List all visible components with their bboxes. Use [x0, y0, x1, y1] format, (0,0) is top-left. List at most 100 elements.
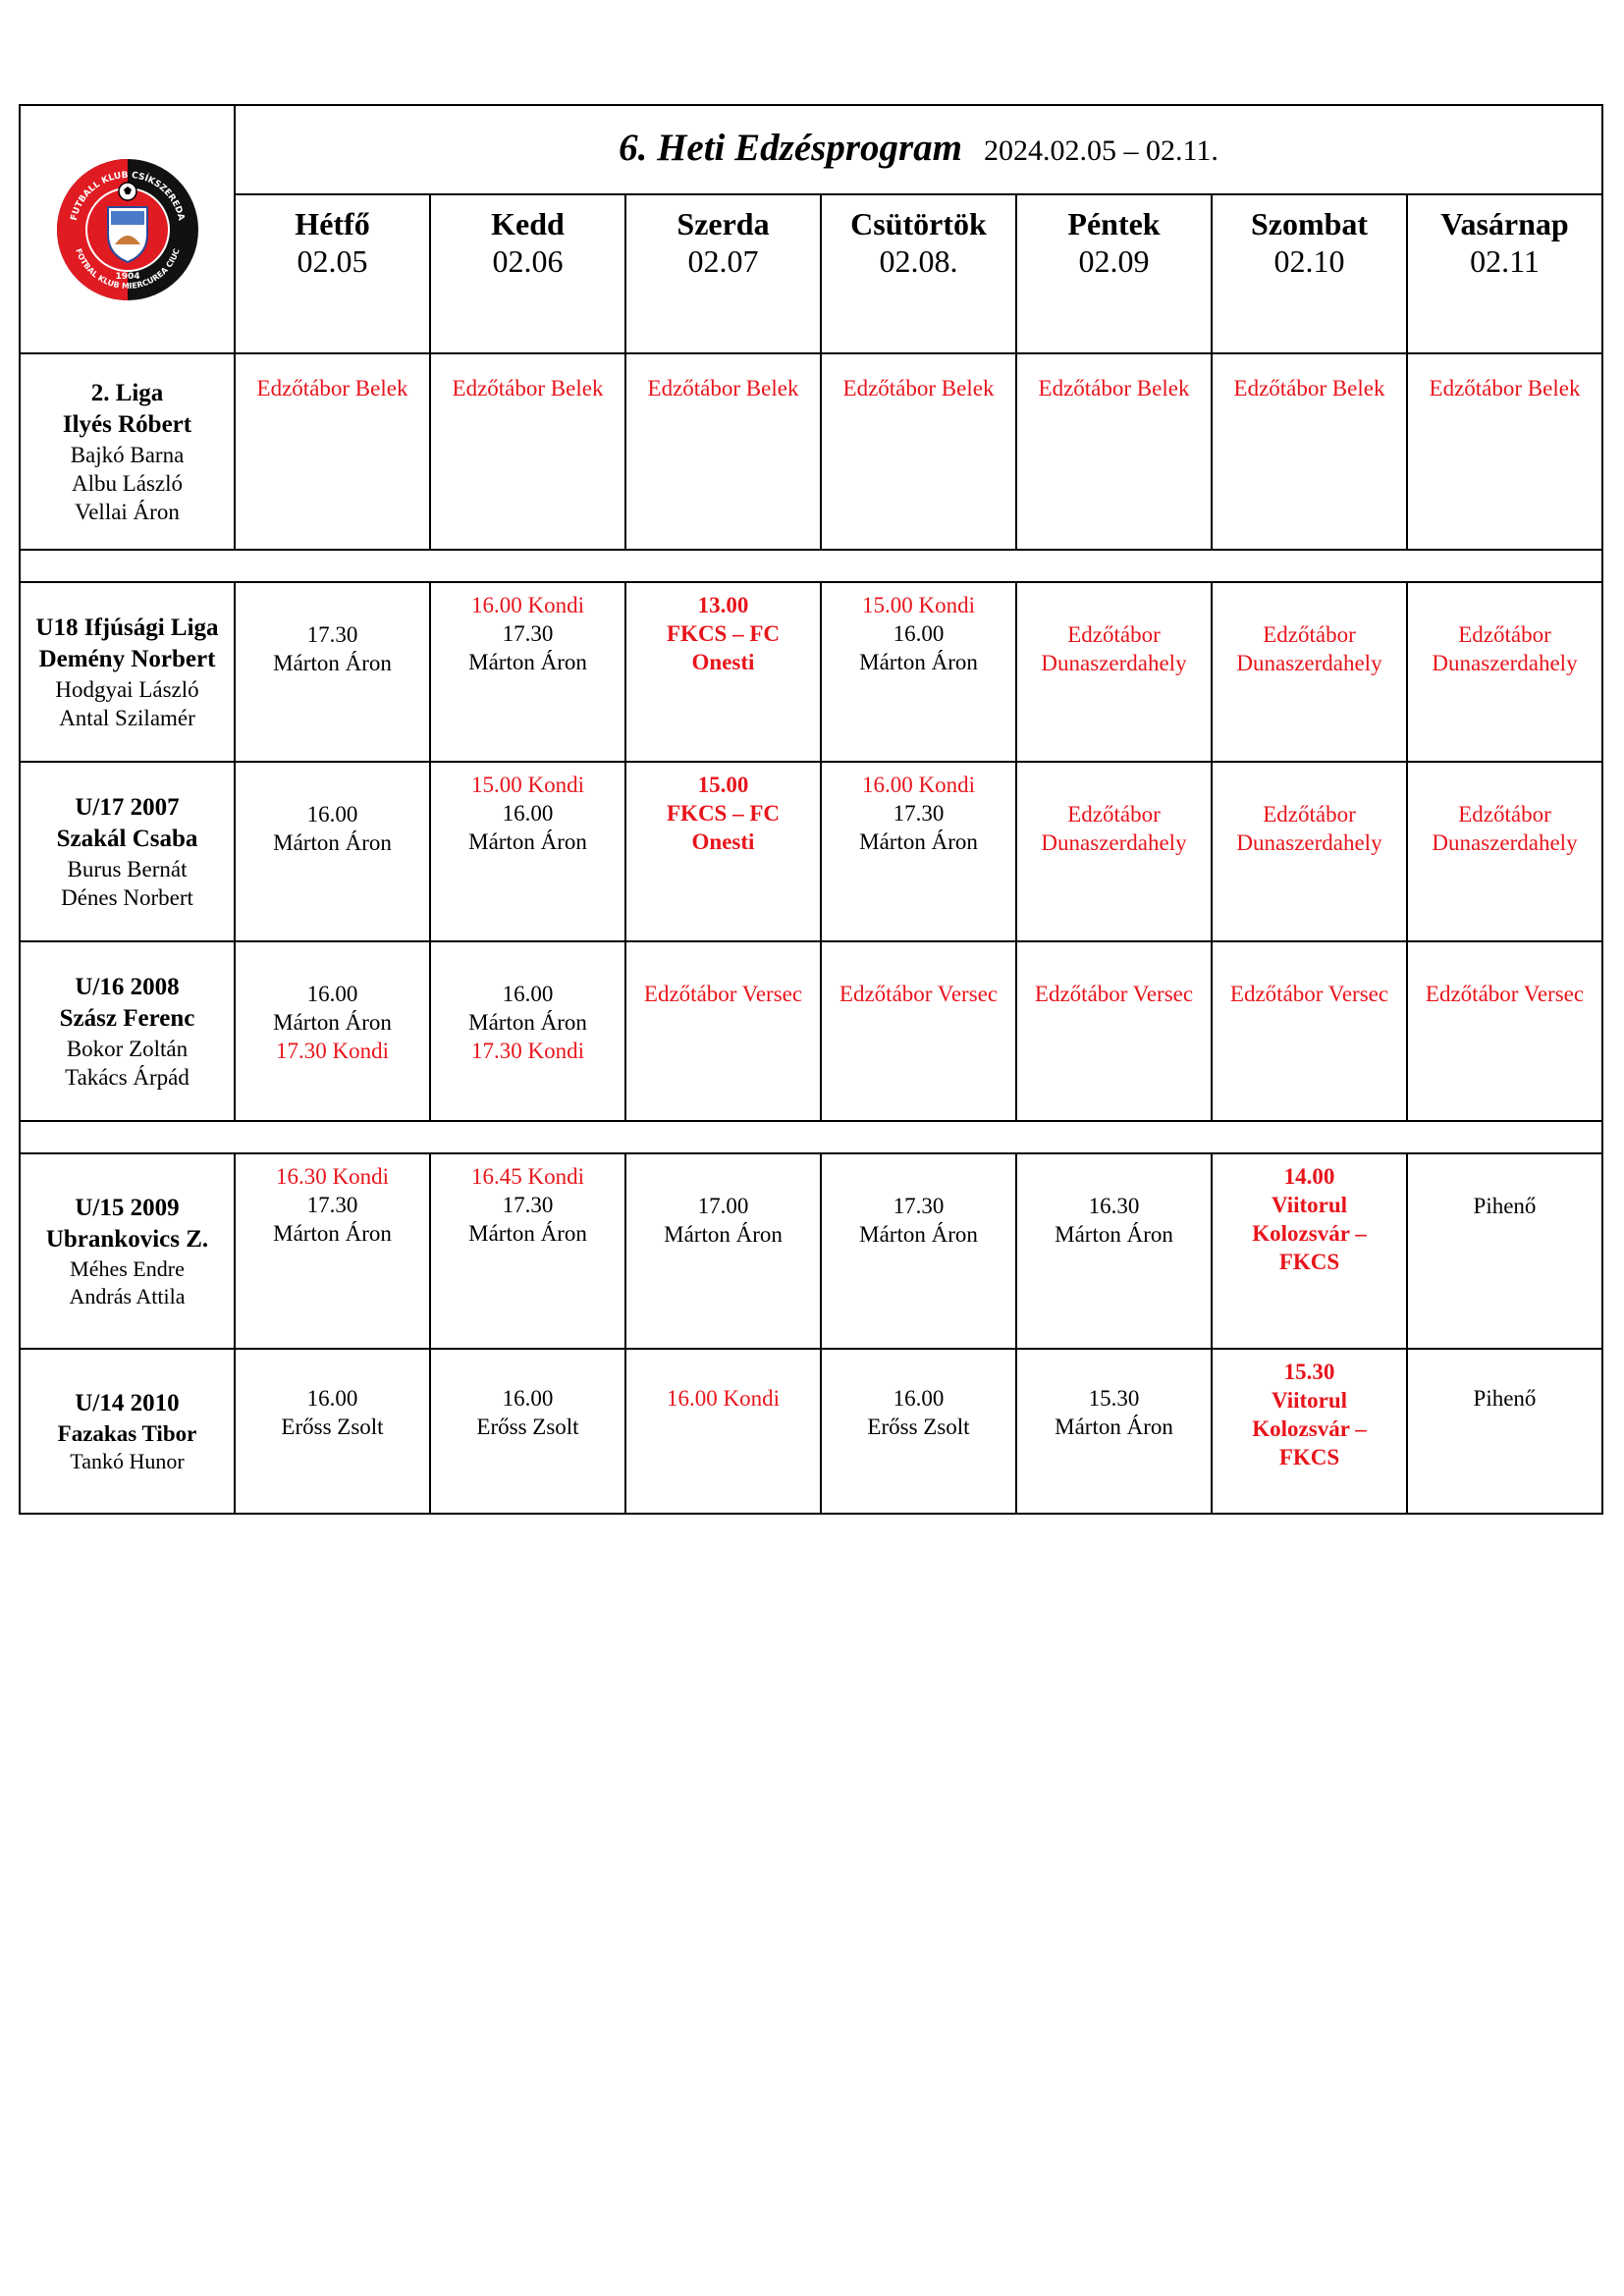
schedule-entry: FKCS [1278, 1250, 1340, 1274]
team-info-line: Albu László [71, 470, 184, 496]
schedule-cell: Edzőtábor Belek [624, 352, 822, 551]
schedule-cell: Edzőtábor Belek [1211, 352, 1408, 551]
schedule-entry: Edzőtábor Versec [1425, 982, 1585, 1006]
schedule-entry: Edzőtábor Versec [643, 982, 803, 1006]
separator-cell [19, 1120, 1603, 1154]
schedule-entry: Márton Áron [273, 651, 392, 675]
schedule-entry: Onesti [691, 829, 755, 854]
schedule-entry: Márton Áron [273, 1010, 392, 1035]
team-info-line: Ilyés Róbert [62, 410, 192, 438]
schedule-entry: Erőss Zsolt [476, 1415, 579, 1439]
schedule-entry: 16.00 [502, 982, 554, 1006]
schedule-entry: FKCS – FC [667, 621, 780, 646]
day-date: 02.11 [1470, 243, 1540, 279]
schedule-entry: 15.00 [697, 773, 749, 797]
schedule-entry: Edzőtábor [1263, 802, 1356, 827]
day-date: 02.05 [297, 243, 368, 279]
page-title: 6. Heti Edzésprogram [619, 126, 963, 169]
day-name: Csütörtök [850, 206, 987, 241]
schedule-cell: Edzőtábor Belek [1015, 352, 1213, 551]
day-date: 02.06 [492, 243, 564, 279]
svg-text:1904: 1904 [115, 272, 139, 282]
club-logo-icon: FUTBALL KLUB CSÍKSZEREDA FOTBAL KLUB MIE… [56, 158, 198, 300]
schedule-entry: 17.00 [697, 1194, 749, 1218]
schedule-entry: 17.30 Kondi [276, 1039, 389, 1063]
schedule-entry: 17.30 [306, 1193, 358, 1217]
schedule-entry: 13.00 [697, 593, 749, 617]
team-info-line: Ubrankovics Z. [45, 1225, 209, 1253]
schedule-entry: Viitorul [1271, 1388, 1348, 1413]
schedule-entry: 16.00 [893, 621, 945, 646]
team-info-line: U18 Ifjúsági Liga [35, 614, 219, 641]
team-info-line: U/17 2007 [75, 793, 180, 821]
schedule-entry: Edzőtábor Versec [1229, 982, 1389, 1006]
schedule-entry: Márton Áron [1055, 1415, 1173, 1439]
team-info-line: Vellai Áron [75, 499, 180, 524]
schedule-cell: Pihenő [1406, 1348, 1603, 1515]
day-name: Kedd [491, 206, 565, 241]
schedule-entry: 15.30 [1088, 1386, 1140, 1411]
schedule-entry: Márton Áron [664, 1222, 783, 1247]
schedule-entry: 16.00 [502, 1386, 554, 1411]
team-info-line: Burus Bernát [67, 856, 188, 881]
schedule-entry: Márton Áron [859, 829, 978, 854]
schedule-cell: Edzőtábor Belek [429, 352, 626, 551]
schedule-entry: Edzőtábor Versec [1034, 982, 1194, 1006]
schedule-cell: Edzőtábor Versec [1015, 940, 1213, 1122]
schedule-cell: Edzőtábor Versec [1211, 940, 1408, 1122]
team-info-line: Bokor Zoltán [66, 1036, 189, 1061]
schedule-entry: 15.00 Kondi [862, 593, 975, 617]
team-info-line: Szász Ferenc [59, 1004, 195, 1032]
schedule-entry: 15.00 Kondi [471, 773, 584, 797]
schedule-entry: 16.00 Kondi [862, 773, 975, 797]
day-name: Szombat [1250, 206, 1369, 241]
schedule-entry: Márton Áron [468, 829, 587, 854]
day-date: 02.08. [879, 243, 958, 279]
schedule-entry: Erőss Zsolt [867, 1415, 970, 1439]
schedule-entry: Márton Áron [273, 1221, 392, 1246]
schedule-entry: 15.30 [1283, 1360, 1335, 1384]
schedule-entry: Edzőtábor [1458, 802, 1551, 827]
schedule-entry: 17.30 Kondi [471, 1039, 584, 1063]
schedule-entry: Pihenő [1473, 1386, 1537, 1411]
schedule-entry: Erőss Zsolt [281, 1415, 384, 1439]
day-name: Vasárnap [1440, 206, 1569, 241]
team-info-line: Szakál Csaba [56, 825, 198, 852]
club-logo-cell: FUTBALL KLUB CSÍKSZEREDA FOTBAL KLUB MIE… [19, 104, 236, 354]
schedule-entry: Pihenő [1473, 1194, 1537, 1218]
separator-row [19, 549, 1603, 583]
schedule-entry: Edzőtábor Belek [842, 376, 995, 400]
schedule-entry: Márton Áron [859, 1222, 978, 1247]
separator-row [19, 1120, 1603, 1154]
schedule-entry: 16.30 [1088, 1194, 1140, 1218]
schedule-entry: Márton Áron [468, 1010, 587, 1035]
schedule-entry: 16.00 [306, 802, 358, 827]
day-date: 02.09 [1078, 243, 1150, 279]
schedule-entry: Edzőtábor [1263, 622, 1356, 647]
schedule-entry: Edzőtábor Belek [1038, 376, 1190, 400]
team-info-line: Demény Norbert [38, 645, 216, 672]
schedule-entry: Dunaszerdahely [1236, 651, 1382, 675]
day-date: 02.10 [1273, 243, 1345, 279]
